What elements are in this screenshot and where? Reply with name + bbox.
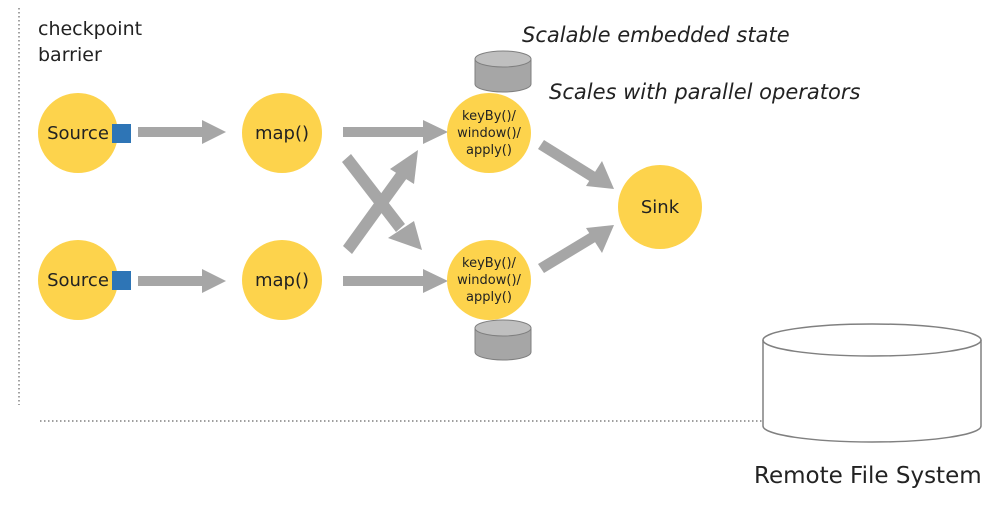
- arrow-window-bottom-to-sink: [538, 225, 614, 273]
- arrow-source-top-to-map-top: [138, 120, 226, 144]
- sink-node: Sink: [618, 165, 702, 249]
- window-node-top-label: keyBy()/ window()/ apply(): [457, 108, 521, 158]
- checkpoint-label-line1: checkpoint: [38, 18, 143, 40]
- remote-storage-icon: [762, 323, 982, 443]
- source-node-bottom-label: Source: [47, 269, 109, 291]
- map-node-bottom: map(): [242, 240, 322, 320]
- window-node-bottom: keyBy()/ window()/ apply(): [447, 240, 531, 320]
- source-node-top-label: Source: [47, 122, 109, 144]
- checkpoint-barrier-label: checkpoint barrier: [38, 16, 142, 68]
- window-node-top: keyBy()/ window()/ apply(): [447, 93, 531, 173]
- checkpoint-label-line2: barrier: [38, 44, 102, 66]
- scalable-state-label: Scalable embedded state: [522, 23, 790, 47]
- source-node-bottom: Source: [38, 240, 118, 320]
- map-node-top: map(): [242, 93, 322, 173]
- state-cylinder-top-icon: [474, 50, 532, 93]
- sink-node-label: Sink: [640, 196, 680, 218]
- scales-parallel-label: Scales with parallel operators: [549, 80, 861, 104]
- map-node-bottom-label: map(): [254, 269, 310, 291]
- state-cylinder-bottom-icon: [474, 319, 532, 361]
- arrow-source-bottom-to-map-bottom: [138, 269, 226, 293]
- source-node-top: Source: [38, 93, 118, 173]
- arrow-map-bottom-to-window-bottom: [343, 269, 448, 293]
- window-node-bottom-label: keyBy()/ window()/ apply(): [457, 255, 521, 305]
- remote-file-system-label: Remote File System: [754, 463, 982, 489]
- arrow-map-top-to-window-top: [343, 120, 448, 144]
- map-node-top-label: map(): [254, 122, 310, 144]
- barrier-marker-bottom: [112, 271, 131, 290]
- arrow-map-top-to-window-bottom: [342, 154, 422, 250]
- barrier-marker-top: [112, 124, 131, 143]
- arrow-map-bottom-to-window-top: [343, 150, 418, 254]
- arrow-window-top-to-sink: [538, 140, 614, 189]
